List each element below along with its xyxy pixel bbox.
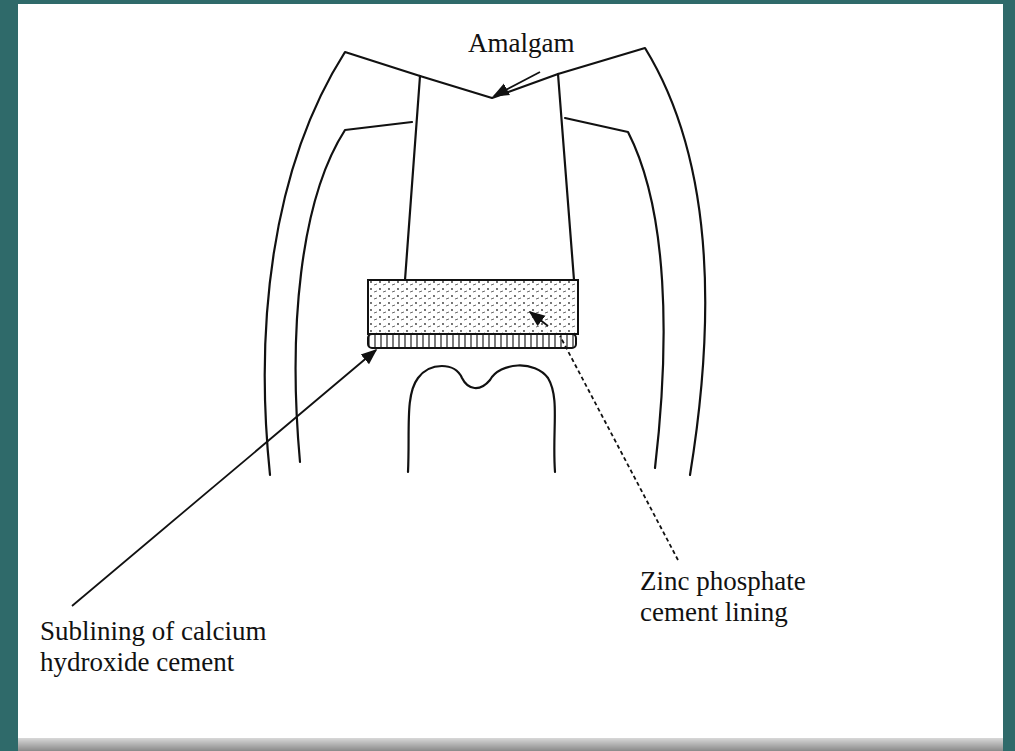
part-label: Amalgam: [468, 28, 668, 59]
leader-line: [530, 312, 548, 326]
leader-line: [72, 350, 376, 606]
leader-line: [560, 336, 678, 560]
bottom-strip: [18, 738, 1003, 751]
cavity-wall: [558, 74, 574, 280]
pulp-outline: [408, 365, 555, 472]
zinc-phosphate-lining: [368, 280, 578, 334]
calcium-hydroxide-sublining: [368, 334, 576, 348]
dentine-line: [565, 118, 664, 468]
cavity-wall: [405, 76, 420, 280]
callout-label: Sublining of calcium hydroxide cement: [40, 616, 272, 678]
callout-label: Zinc phosphate cement lining: [640, 566, 845, 628]
leader-line: [494, 72, 540, 96]
tooth-outline: [265, 52, 420, 475]
tooth-outline: [558, 48, 705, 475]
amalgam-surface: [420, 74, 558, 98]
